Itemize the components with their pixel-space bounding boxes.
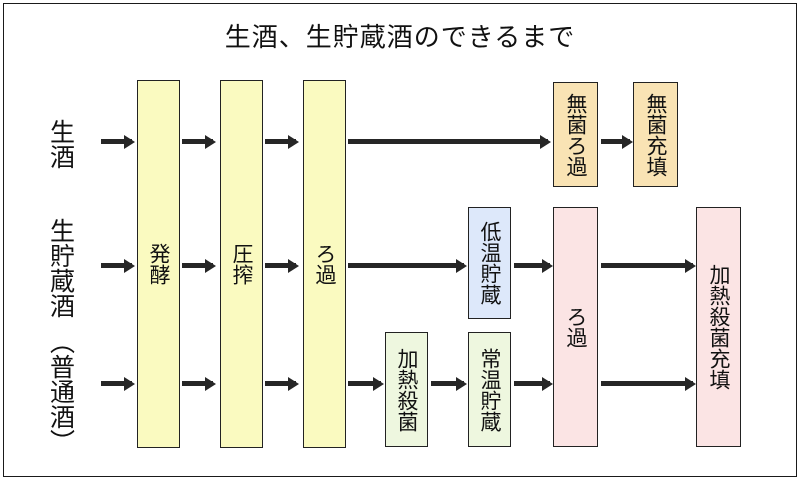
arrow-kanetsu-sakkin-to-joon-chozo [431,381,464,386]
arrow-teion-chozo-to-roka2 [514,263,550,268]
arrow-hakko-to-assaku-top [182,139,213,144]
node-kanetsu-sakkin-label: 加熱殺菌 [395,347,419,432]
node-assaku-label: 圧搾 [230,243,254,285]
node-mukin-juten-label: 無菌充填 [644,92,668,177]
arrow-roka-to-mukin-roka [348,139,548,144]
node-kanetsu-sakkin-juten[interactable]: 加熱殺菌充填 [696,207,741,447]
arrow-mukin-roka-to-mukin-juten [601,139,630,144]
node-kanetsu-sakkin-juten-label: 加熱殺菌充填 [707,264,731,390]
node-roka-label: ろ過 [313,243,337,285]
arrow-hakko-to-assaku-middle [182,263,213,268]
arrow-futsushu-to-hakko [101,381,132,386]
node-hakko-label: 発酵 [147,243,171,285]
node-kanetsu-sakkin[interactable]: 加熱殺菌 [385,332,428,447]
node-roka[interactable]: ろ過 [303,80,346,448]
arrow-assaku-to-roka-bottom [265,381,296,386]
arrow-roka-to-teion-chozo [348,263,464,268]
node-joon-chozo[interactable]: 常温貯蔵 [468,332,511,447]
node-mukin-juten[interactable]: 無菌充填 [633,82,678,187]
arrow-roka2-to-kanetsu-sakkin-juten-middle [601,263,693,268]
node-assaku[interactable]: 圧搾 [220,80,263,448]
arrow-namachozoshu-to-hakko [101,263,132,268]
row-label-futsushu: （普通酒） [46,329,76,454]
arrow-assaku-to-roka-top [265,139,296,144]
node-hakko[interactable]: 発酵 [137,80,180,448]
diagram-title: 生酒、生貯蔵酒のできるまで [224,23,576,53]
node-roka2-label: ろ過 [564,306,588,348]
arrow-joon-chozo-to-roka2 [514,381,550,386]
node-teion-chozo[interactable]: 低温貯蔵 [468,207,511,319]
arrow-assaku-to-roka-middle [265,263,296,268]
node-joon-chozo-label: 常温貯蔵 [478,347,502,432]
row-label-namazake: 生酒 [46,119,76,169]
node-mukin-roka[interactable]: 無菌ろ過 [553,82,598,187]
row-label-namachozoshu: 生貯蔵酒 [46,218,76,318]
arrow-namazake-to-hakko [101,139,132,144]
arrow-hakko-to-assaku-bottom [182,381,213,386]
node-roka2[interactable]: ろ過 [553,207,598,447]
arrow-roka2-to-kanetsu-sakkin-juten-bottom [601,381,693,386]
node-teion-chozo-label: 低温貯蔵 [478,221,502,305]
arrow-roka-to-kanetsu-sakkin [348,381,381,386]
node-mukin-roka-label: 無菌ろ過 [564,92,588,177]
